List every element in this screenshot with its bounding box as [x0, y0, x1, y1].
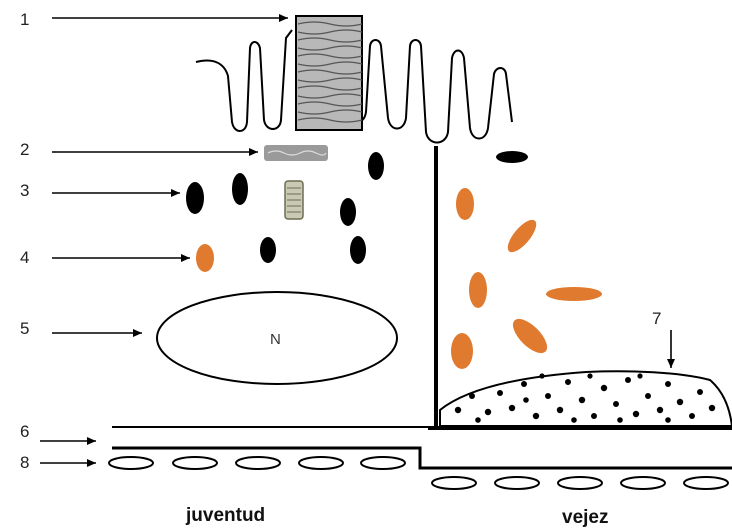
gray-organelle-bar: [264, 145, 328, 161]
capillary-oval: [299, 457, 343, 469]
lipofuscin-granule: [196, 244, 214, 272]
dark-granule: [186, 182, 204, 214]
label-2: 2: [20, 140, 29, 159]
label-4: 4: [20, 248, 29, 267]
label-1: 1: [20, 10, 29, 29]
label-8: 8: [20, 453, 29, 472]
caption-old-age: vejez: [562, 507, 608, 528]
dark-granule: [340, 198, 356, 226]
dark-granule: [368, 152, 384, 180]
capillary-oval: [495, 477, 539, 489]
capillary-oval: [109, 457, 153, 469]
capillary-oval: [236, 457, 280, 469]
dark-granule: [260, 237, 276, 263]
label-6: 6: [20, 422, 29, 441]
capillary-oval: [558, 477, 602, 489]
caption-youth: juventud: [185, 505, 265, 526]
lipofuscin-granule: [469, 272, 487, 308]
lipofuscin-granules: [196, 188, 602, 369]
lipofuscin-granule: [507, 313, 552, 358]
dark-granules: [186, 151, 528, 264]
lipofuscin-granule: [451, 333, 473, 369]
nucleus: N: [157, 292, 397, 384]
striped-organelle: [285, 181, 303, 219]
capillary-oval: [173, 457, 217, 469]
lipofuscin-granule: [546, 287, 602, 301]
microvilli-left: [196, 30, 292, 131]
nucleus-label: N: [270, 331, 281, 348]
striated-border-block: [296, 16, 362, 130]
capillary-oval: [684, 477, 728, 489]
dark-granule: [496, 151, 528, 163]
capillary-oval: [432, 477, 476, 489]
thickened-deposit: [440, 371, 732, 426]
basement-membrane: [112, 427, 732, 468]
capillary-oval: [621, 477, 665, 489]
label-7: 7: [652, 309, 661, 328]
label-5: 5: [20, 319, 29, 338]
lipofuscin-granule: [456, 188, 474, 220]
capillary-oval: [361, 457, 405, 469]
dark-granule: [350, 236, 366, 264]
label-3: 3: [20, 181, 29, 200]
dark-granule: [232, 173, 248, 205]
lipofuscin-granule: [503, 216, 541, 257]
